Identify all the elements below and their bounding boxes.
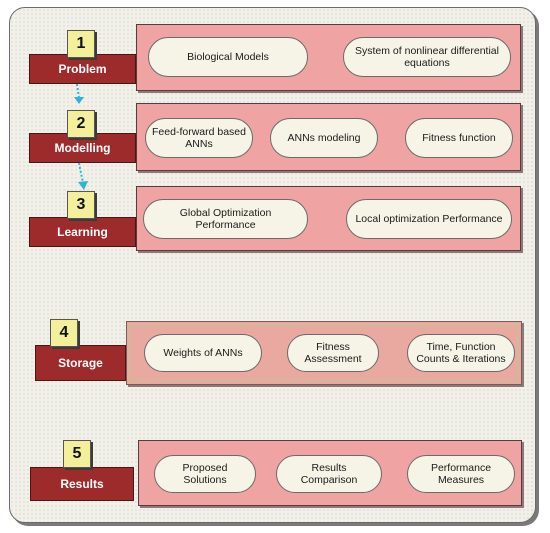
step-2-panel: Feed-forward based ANNs ANNs modeling Fi… bbox=[136, 103, 521, 171]
step-4-panel: Weights of ANNs Fitness Assessment Time,… bbox=[126, 321, 522, 385]
step-4-badge: 4 bbox=[50, 319, 78, 347]
step-3-item-2: Local optimization Performance bbox=[346, 199, 512, 239]
step-3-badge: 3 bbox=[67, 191, 95, 219]
step-2-label: Modelling bbox=[29, 133, 136, 163]
step-4-item-2: Fitness Assessment bbox=[287, 334, 379, 372]
arrow-2-to-3 bbox=[78, 162, 88, 190]
step-4-item-3: Time, Function Counts & Iterations bbox=[407, 334, 515, 372]
step-4-label: Storage bbox=[35, 345, 126, 381]
step-5-item-2: Results Comparison bbox=[276, 455, 382, 493]
step-3-panel: Global Optimization Performance Local op… bbox=[136, 186, 521, 251]
step-1-badge: 1 bbox=[67, 30, 95, 58]
step-2-item-3: Fitness function bbox=[405, 118, 513, 158]
step-1-panel: Biological Models System of nonlinear di… bbox=[136, 24, 521, 91]
step-4-item-1: Weights of ANNs bbox=[144, 334, 262, 372]
step-3-item-1: Global Optimization Performance bbox=[143, 199, 308, 239]
step-5-label: Results bbox=[30, 467, 134, 501]
step-1-item-1: Biological Models bbox=[148, 37, 308, 77]
step-2-item-1: Feed-forward based ANNs bbox=[145, 118, 253, 158]
step-1-label: Problem bbox=[29, 54, 136, 84]
arrow-1-to-2 bbox=[74, 83, 84, 104]
diagram-frame bbox=[9, 7, 536, 523]
step-3-label: Learning bbox=[29, 217, 136, 247]
step-1-item-2: System of nonlinear differential equatio… bbox=[343, 37, 511, 77]
step-5-item-1: Proposed Solutions bbox=[154, 455, 256, 493]
step-2-item-2: ANNs modeling bbox=[270, 118, 378, 158]
step-5-panel: Proposed Solutions Results Comparison Pe… bbox=[138, 440, 522, 506]
step-5-item-3: Performance Measures bbox=[407, 455, 515, 493]
step-2-badge: 2 bbox=[67, 110, 95, 138]
step-5-badge: 5 bbox=[63, 440, 91, 468]
